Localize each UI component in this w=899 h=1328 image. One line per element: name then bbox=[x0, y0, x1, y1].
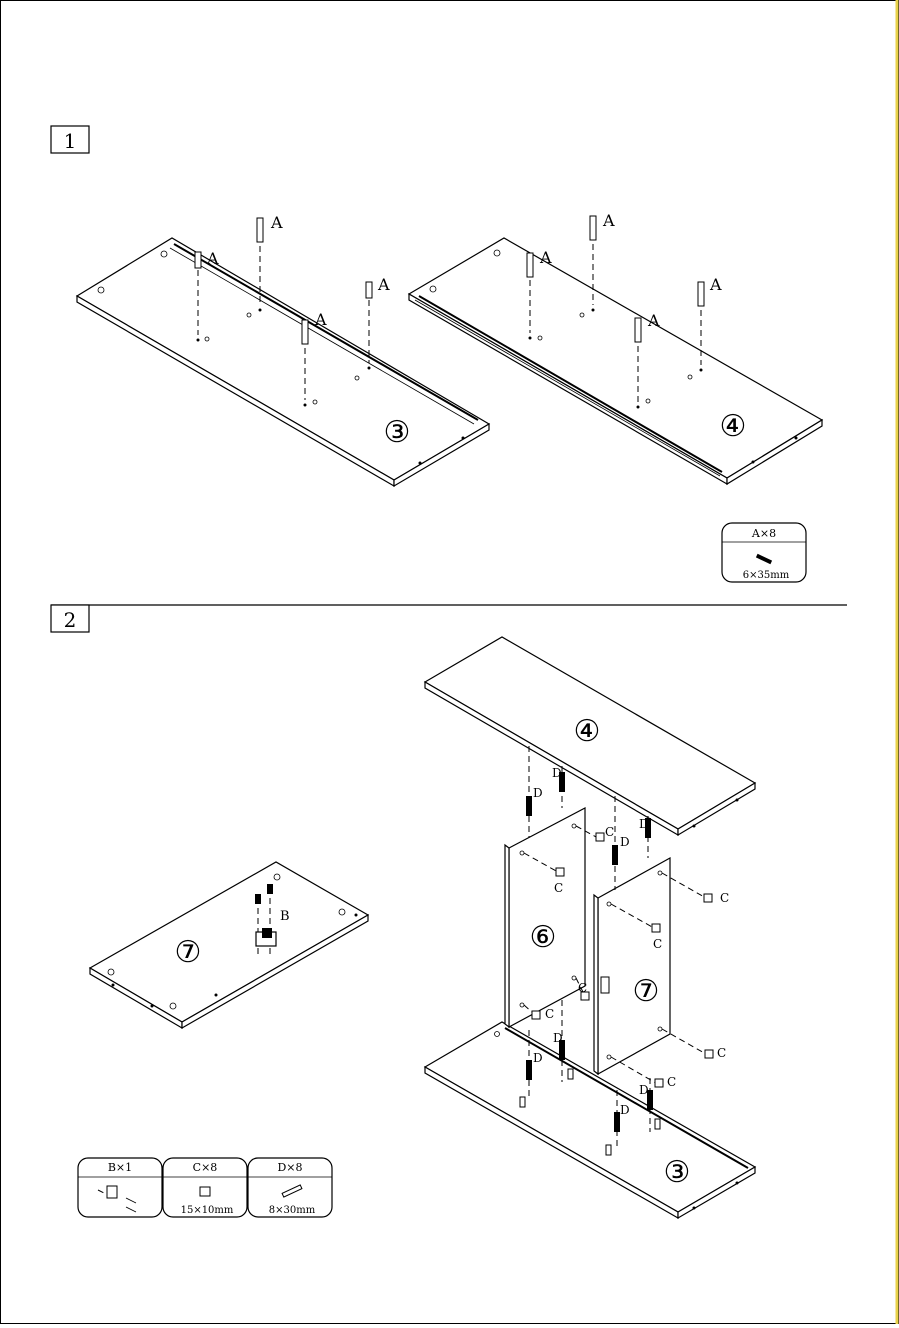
svg-text:A: A bbox=[314, 310, 327, 329]
svg-text:A: A bbox=[270, 213, 283, 232]
svg-text:A: A bbox=[539, 248, 552, 267]
part-4-label: ④ bbox=[720, 409, 747, 444]
hardware-a-box: A×8 6×35mm bbox=[722, 523, 806, 582]
svg-text:C: C bbox=[605, 825, 614, 839]
svg-text:A: A bbox=[647, 311, 660, 330]
step-2-header: 2 bbox=[51, 605, 89, 632]
svg-text:C: C bbox=[667, 1075, 676, 1089]
latch-b-label: B bbox=[280, 909, 290, 924]
assembly-bottom-label: ③ bbox=[664, 1155, 691, 1190]
step1-panel-3: A A A A ③ bbox=[77, 213, 489, 486]
assembly-top-panel-4: ④ bbox=[425, 637, 755, 835]
svg-text:D: D bbox=[533, 786, 543, 800]
step1-panel-4: A A A A ④ bbox=[409, 211, 822, 484]
svg-text:D: D bbox=[639, 1083, 649, 1097]
svg-text:D: D bbox=[639, 817, 649, 831]
assembly-panel-6-label: ⑥ bbox=[530, 920, 557, 955]
step-2-number: 2 bbox=[64, 608, 77, 632]
hardware-bcd-boxes: B×1 C×8 15×10mm D×8 8×30mm bbox=[78, 1158, 332, 1217]
svg-text:C: C bbox=[717, 1046, 726, 1060]
part-3-label: ③ bbox=[384, 415, 411, 450]
svg-text:D: D bbox=[533, 1051, 543, 1065]
svg-text:D: D bbox=[620, 1103, 630, 1117]
svg-text:A: A bbox=[602, 211, 615, 230]
hardware-d-label: D×8 bbox=[277, 1161, 302, 1174]
hardware-a-label: A×8 bbox=[751, 527, 776, 540]
assembly-panel-7-label: ⑦ bbox=[633, 974, 660, 1009]
svg-text:A: A bbox=[377, 275, 390, 294]
hardware-a-size: 6×35mm bbox=[743, 570, 790, 581]
assembly-top-label: ④ bbox=[574, 714, 601, 749]
svg-text:C: C bbox=[554, 881, 563, 895]
hardware-c-size: 15×10mm bbox=[181, 1205, 234, 1216]
assembly-panel-7: ⑦ bbox=[594, 858, 670, 1074]
svg-text:D: D bbox=[552, 766, 562, 780]
step-1-number: 1 bbox=[64, 129, 77, 153]
assembly-panel-6: ⑥ bbox=[505, 808, 585, 1027]
side-panel-7-label: ⑦ bbox=[175, 935, 202, 970]
svg-text:C: C bbox=[653, 937, 662, 951]
svg-text:C: C bbox=[545, 1007, 554, 1021]
step-1-header: 1 bbox=[51, 126, 89, 153]
hardware-c-label: C×8 bbox=[193, 1161, 218, 1174]
step2-side-panel-7: B ⑦ bbox=[90, 862, 368, 1028]
hardware-d-size: 8×30mm bbox=[269, 1205, 316, 1216]
svg-text:A: A bbox=[709, 275, 722, 294]
svg-text:D: D bbox=[620, 835, 630, 849]
svg-text:A: A bbox=[206, 249, 219, 268]
hardware-b-label: B×1 bbox=[108, 1161, 132, 1174]
svg-text:D: D bbox=[553, 1031, 563, 1045]
svg-text:C: C bbox=[578, 981, 587, 995]
svg-text:C: C bbox=[720, 891, 729, 905]
